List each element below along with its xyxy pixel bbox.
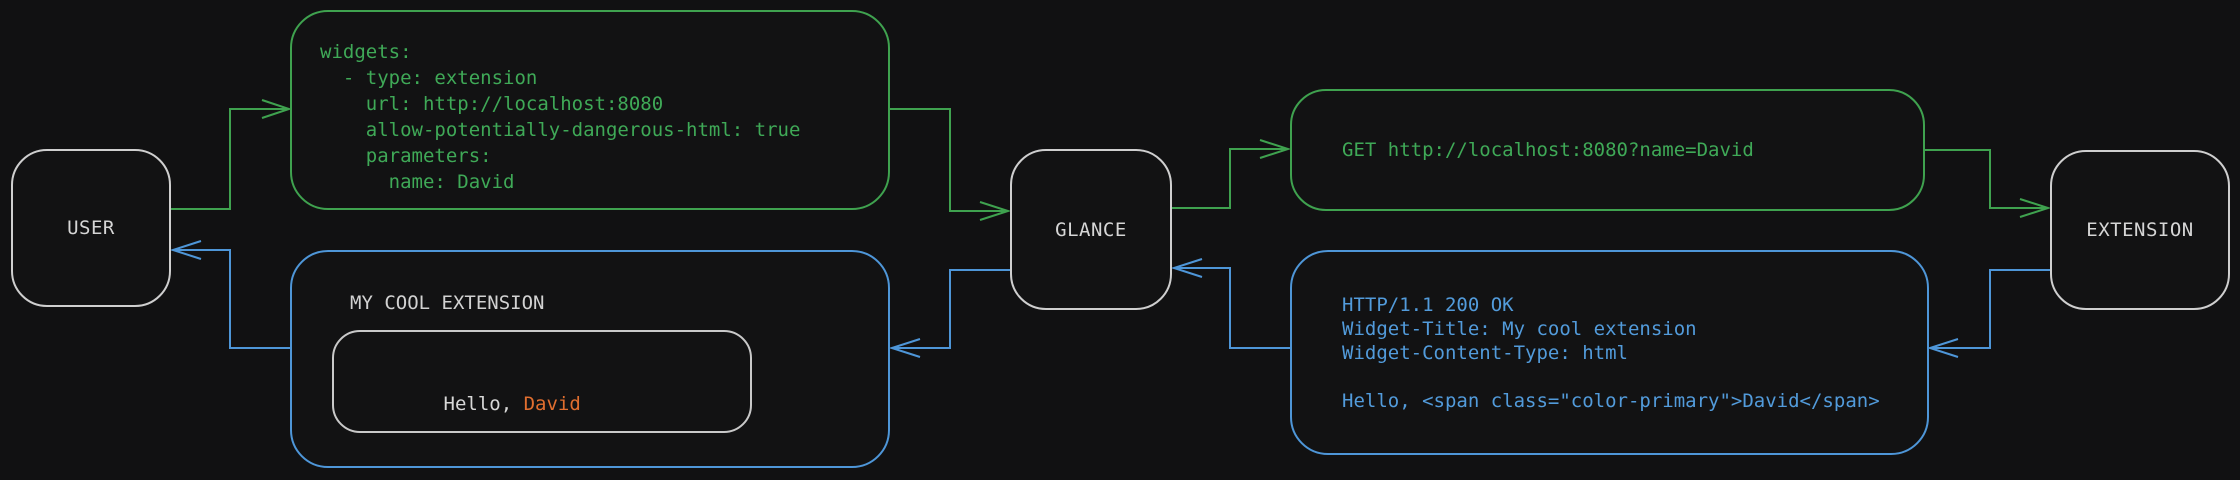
arrow-request-to-extension [1925,149,2046,209]
arrow-response-to-glance [1176,267,1290,349]
arrow-config-to-glance [890,108,1006,212]
widget-preview-box: MY COOL EXTENSION Hello, David [290,250,890,468]
http-response-code: HTTP/1.1 200 OK Widget-Title: My cool ex… [1342,294,1880,412]
arrowhead-glance-to-widget [888,338,921,358]
arrow-glance-to-request [1172,148,1286,209]
http-request-text: GET http://localhost:8080?name=David [1342,139,1754,161]
arrow-user-to-config [171,108,288,210]
arrowhead-user-to-config [261,99,293,119]
user-node-label: USER [67,217,115,239]
glance-node: GLANCE [1010,149,1172,310]
http-response-box: HTTP/1.1 200 OK Widget-Title: My cool ex… [1290,250,1929,455]
arrowhead-extension-to-response [1926,338,1959,358]
glance-node-label: GLANCE [1055,218,1127,241]
arrow-glance-to-widget [894,269,1010,349]
config-yaml-box: widgets: - type: extension url: http://l… [290,10,890,210]
widget-greeting: Hello, David [352,373,581,436]
user-node: USER [11,149,171,307]
greeting-name: David [523,393,581,415]
arrowhead-request-to-extension [2019,198,2052,218]
arrowhead-widget-to-user [169,240,202,260]
arrow-widget-to-user [175,249,290,349]
arrowhead-response-to-glance [1170,258,1203,278]
extension-node-label: EXTENSION [2086,219,2194,241]
widget-greeting-box: Hello, David [332,330,752,433]
arrowhead-config-to-glance [979,201,1012,221]
extension-node: EXTENSION [2050,150,2230,310]
http-request-box: GET http://localhost:8080?name=David [1290,89,1925,211]
arrowhead-glance-to-request [1259,139,1292,159]
greeting-prefix: Hello, [443,393,524,415]
widget-title: MY COOL EXTENSION [350,292,545,314]
config-yaml-code: widgets: - type: extension url: http://l… [320,41,801,193]
arrow-extension-to-response [1932,269,2050,349]
